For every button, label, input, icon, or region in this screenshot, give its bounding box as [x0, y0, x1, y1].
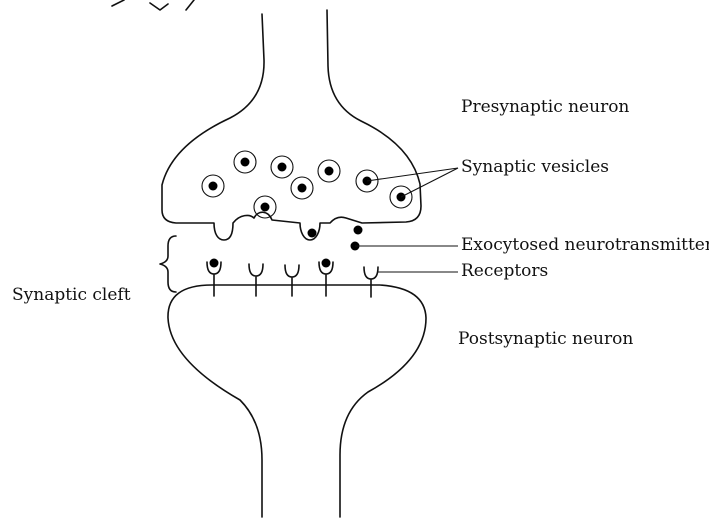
receptors-label: Receptors [461, 263, 548, 280]
vesicle-neurotransmitter [298, 184, 307, 193]
bound-neurotransmitter [210, 259, 219, 268]
vesicle-neurotransmitter [261, 203, 270, 212]
cleft-brace [160, 236, 176, 292]
receptor-group [207, 259, 378, 298]
presynaptic-neuron-label: Presynaptic neuron [461, 99, 629, 116]
receptor [285, 265, 299, 296]
fusing-neurotransmitter [308, 229, 317, 238]
postsynaptic-neuron-label: Postsynaptic neuron [458, 331, 633, 348]
fusing-neurotransmitter [354, 226, 363, 235]
vesicle-group [202, 151, 412, 218]
presynaptic-neuron-outline [162, 10, 421, 240]
top-remnant-mark [112, 0, 194, 10]
fusing-vesicles [308, 226, 363, 238]
vesicle-neurotransmitter [325, 167, 334, 176]
exocytosed-neurotransmitters-label: Exocytosed neurotransmitters [461, 237, 709, 254]
receptor [364, 267, 378, 297]
vesicle-neurotransmitter [209, 182, 218, 191]
postsynaptic-neuron-outline [168, 285, 426, 517]
synaptic-vesicles-label: Synaptic vesicles [461, 159, 609, 176]
bound-neurotransmitter [322, 259, 331, 268]
vesicle-neurotransmitter [278, 163, 287, 172]
synaptic-cleft-label: Synaptic cleft [12, 287, 131, 304]
receptor [249, 264, 263, 296]
vesicle-neurotransmitter [241, 158, 250, 167]
